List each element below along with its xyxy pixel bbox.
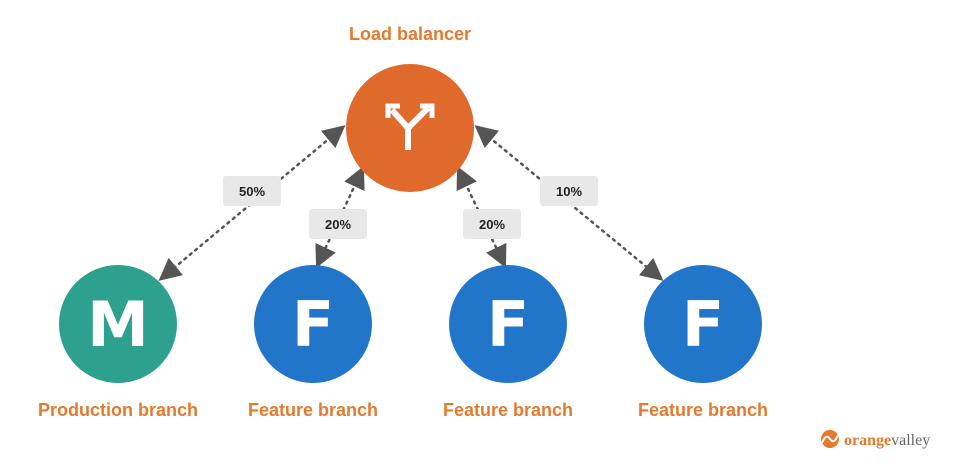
brand-name-rest: valley [891, 432, 930, 449]
wave-logo-icon [821, 430, 839, 448]
branch-letter: F [487, 288, 529, 361]
branch-node-feature-1: F [254, 265, 372, 383]
percent-label: 50% [239, 184, 265, 199]
brand-name-bold: orange [844, 432, 891, 449]
branch-node-feature-3: F [644, 265, 762, 383]
branch-node-feature-2: F [449, 265, 567, 383]
branch-label-feature-1: Feature branch [248, 400, 378, 420]
branch-node-production: M [59, 265, 177, 383]
split-arrows-icon [385, 103, 435, 150]
brand-name: orangevalley [844, 432, 930, 449]
load-balancer-node [346, 64, 474, 192]
connector-production [158, 125, 346, 281]
percent-badge-feature-2: 20% [463, 209, 521, 239]
percent-label: 10% [556, 184, 582, 199]
brand-logo: orangevalley [821, 430, 930, 449]
branch-letter: F [682, 288, 724, 361]
percent-badge-feature-1: 20% [309, 209, 367, 239]
load-balancer-title: Load balancer [349, 24, 471, 44]
percent-badge-feature-3: 10% [540, 176, 598, 206]
percent-label: 20% [479, 217, 505, 232]
branch-letter: F [292, 288, 334, 361]
branch-letter: M [87, 288, 149, 361]
branch-label-production: Production branch [38, 400, 198, 420]
branch-label-feature-2: Feature branch [443, 400, 573, 420]
branch-label-feature-3: Feature branch [638, 400, 768, 420]
percent-label: 20% [325, 217, 351, 232]
percent-badge-production: 50% [223, 176, 281, 206]
